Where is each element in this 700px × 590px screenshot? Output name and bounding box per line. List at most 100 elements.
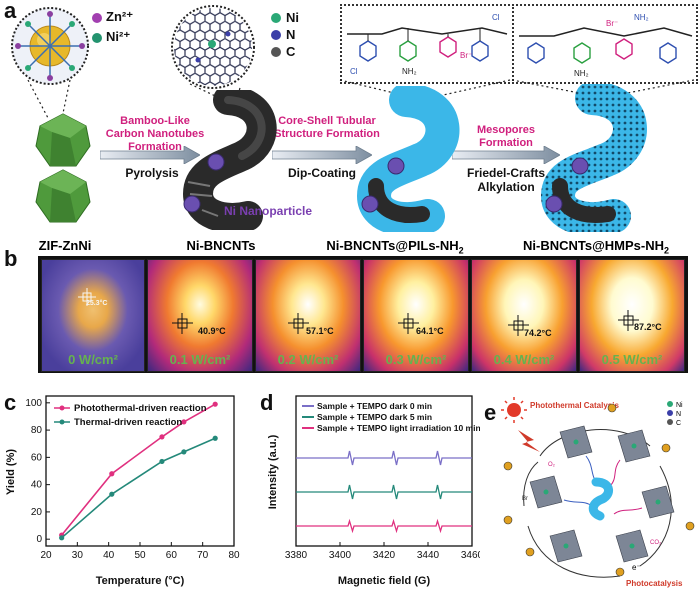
atom-legend-dot-n xyxy=(271,30,281,40)
thermal-temp-5: 87.2°C xyxy=(634,322,662,332)
chart-c-xtick-label-2: 40 xyxy=(103,550,115,561)
pil-br-label: Br⁻ xyxy=(460,51,472,60)
chart-c-xlabel: Temperature (°C) xyxy=(96,575,185,587)
hmp-nh2-label: NH₂ xyxy=(634,13,649,22)
chart-c-legend-label-1: Thermal-driven reaction xyxy=(74,417,182,428)
thermal-image-4: 74.2°C 0.4 W/cm² xyxy=(471,259,577,372)
step1-action: Pyrolysis xyxy=(125,166,179,180)
chart-c-ytick-label-2: 40 xyxy=(31,480,43,491)
chart-d-ylabel: Intensity (a.u.) xyxy=(267,434,279,509)
thermal-temp-3: 64.1°C xyxy=(416,326,444,336)
sun-icon xyxy=(501,397,527,423)
material-pils-main: Ni-BNCNTs@PILs-NH xyxy=(326,238,459,253)
cnt-black-tube xyxy=(182,90,277,230)
thermal-temp-1: 40.9°C xyxy=(198,326,226,336)
e-legend-label-ni: Ni xyxy=(676,402,683,409)
chart-c-ylabel: Yield (%) xyxy=(5,449,17,495)
chart-c-xtick-label-0: 20 xyxy=(40,550,52,561)
chart-d-legend-label-0: Sample + TEMPO dark 0 min xyxy=(317,401,432,411)
material-ni-bncnts: Ni-BNCNTs xyxy=(186,238,256,253)
chart-c-point-1-4 xyxy=(212,435,218,441)
thermal-power-0: 0 W/cm² xyxy=(68,352,118,367)
material-hmps-sub: 2 xyxy=(663,245,669,256)
step1-title: Bamboo-Like Carbon Nanotubes Formation xyxy=(105,115,205,153)
chart-c-point-0-3 xyxy=(181,419,187,425)
e-legend-dot-n xyxy=(667,410,673,416)
panel-label-b: b xyxy=(4,246,18,271)
atom-legend-dot-c xyxy=(271,47,281,57)
electron-label: e⁻ xyxy=(632,563,641,572)
chart-d-series-line-0 xyxy=(296,450,472,466)
chart-d-xtick-label-4: 3460 xyxy=(461,550,480,561)
chart-d-series-line-2 xyxy=(296,518,472,534)
chart-d-series-line-1 xyxy=(296,484,472,500)
chart-c-xtick-label-1: 30 xyxy=(72,550,84,561)
chart-c-point-1-2 xyxy=(159,458,165,465)
chart-d-xtick-label-0: 3380 xyxy=(285,550,308,561)
zif-magnified-circle xyxy=(11,7,89,85)
material-ni-bncnts-pils: Ni-BNCNTs@PILs-NH2 xyxy=(302,238,488,256)
pil-nh2-label: NH₂ xyxy=(402,67,417,76)
ni-legend-label: Ni²⁺ xyxy=(106,29,131,44)
lightning-icon xyxy=(518,430,540,452)
thermal-image-2: 57.1°C 0.2 W/cm² xyxy=(255,259,361,372)
zif-crystal-top xyxy=(35,113,91,167)
hmp-structure-box: NH₂ NH₂ Br⁻ xyxy=(512,4,698,84)
arrow-pyrolysis xyxy=(100,146,200,164)
e-legend-label-n: N xyxy=(676,411,681,418)
chart-c-ytick-label-5: 100 xyxy=(25,398,42,409)
e-legend-dot-ni xyxy=(667,401,673,407)
chart-c-legend: Photothermal-driven reaction Thermal-dri… xyxy=(54,403,207,428)
zn-legend-dot xyxy=(92,13,102,23)
thermal-power-1: 0.1 W/cm² xyxy=(169,352,231,367)
chart-d-xtick-label-2: 3420 xyxy=(373,550,396,561)
atom-legend-dot-ni xyxy=(271,13,281,23)
thermal-power-2: 0.2 W/cm² xyxy=(277,352,339,367)
catalysis-schematic: Photothermal Catalysis Ni N C e⁻ O₂ CO₂ … xyxy=(501,397,695,588)
chart-c-xtick-label-3: 50 xyxy=(134,550,146,561)
e-legend-dot-c xyxy=(667,419,673,425)
panel-label-a: a xyxy=(4,0,17,23)
thermal-temp-2: 57.1°C xyxy=(306,326,334,336)
chart-c-point-0-2 xyxy=(159,434,165,440)
pil-structure-box: Cl NH₂ Br⁻ Cl xyxy=(340,4,514,84)
species-label-0: O₂ xyxy=(548,462,556,468)
hmp-br-label: Br⁻ xyxy=(606,19,618,28)
arrow-friedel-crafts xyxy=(452,146,560,164)
chart-d-xlabel: Magnetic field (G) xyxy=(338,575,431,587)
central-tube xyxy=(588,477,613,521)
photocatalysis-label: Photocatalysis xyxy=(626,579,683,588)
chart-c-ytick-label-3: 60 xyxy=(31,452,43,463)
thermal-temp-4: 74.2°C xyxy=(524,328,552,338)
chart-d-legend: Sample + TEMPO dark 0 min Sample + TEMPO… xyxy=(302,401,480,433)
chart-d-legend-label-2: Sample + TEMPO light irradiation 10 min xyxy=(317,423,480,433)
chart-c-legend-marker-0 xyxy=(59,405,65,411)
graphene-magnified-circle xyxy=(171,5,255,89)
chart-c-ytick-label-4: 80 xyxy=(31,425,43,436)
thermal-image-0: 25.3°C 0 W/cm² xyxy=(41,259,145,372)
step2-action: Dip-Coating xyxy=(288,166,356,180)
epr-spectrum-chart: Magnetic field (G) Intensity (a.u.) 3380… xyxy=(267,395,480,587)
panel-label-c: c xyxy=(4,390,17,415)
zif-crystal-bottom xyxy=(35,169,91,223)
thermal-crosshairs xyxy=(78,288,639,336)
thermal-image-strip: 25.3°C 0 W/cm² 40.9°C 0.1 W/cm² 57.1°C 0… xyxy=(38,256,688,373)
thermal-image-1: 40.9°C 0.1 W/cm² xyxy=(147,259,253,372)
species-label-2: Br xyxy=(522,496,528,502)
chart-c-point-1-0 xyxy=(59,535,65,541)
thermal-temp-0: 25.3°C xyxy=(86,300,108,307)
arrow-dip-coating xyxy=(272,146,372,164)
substrate-molecules xyxy=(503,403,695,577)
chart-c-xtick-label-5: 70 xyxy=(197,550,209,561)
pil-cl-label: Cl xyxy=(350,67,358,76)
hmp-nh2-label-2: NH₂ xyxy=(574,69,589,78)
panel-label-e: e xyxy=(484,400,497,425)
species-label-1: CO₂ xyxy=(650,540,662,546)
material-zif-znni: ZIF-ZnNi xyxy=(38,238,92,253)
step3-title: Mesopores Formation xyxy=(476,124,536,149)
chart-c-legend-marker-1 xyxy=(59,419,65,425)
e-legend-label-c: C xyxy=(676,420,681,427)
chart-c-point-0-1 xyxy=(109,471,115,477)
chart-d-legend-label-1: Sample + TEMPO dark 5 min xyxy=(317,412,432,422)
chart-d-xtick-label-3: 3440 xyxy=(417,550,440,561)
